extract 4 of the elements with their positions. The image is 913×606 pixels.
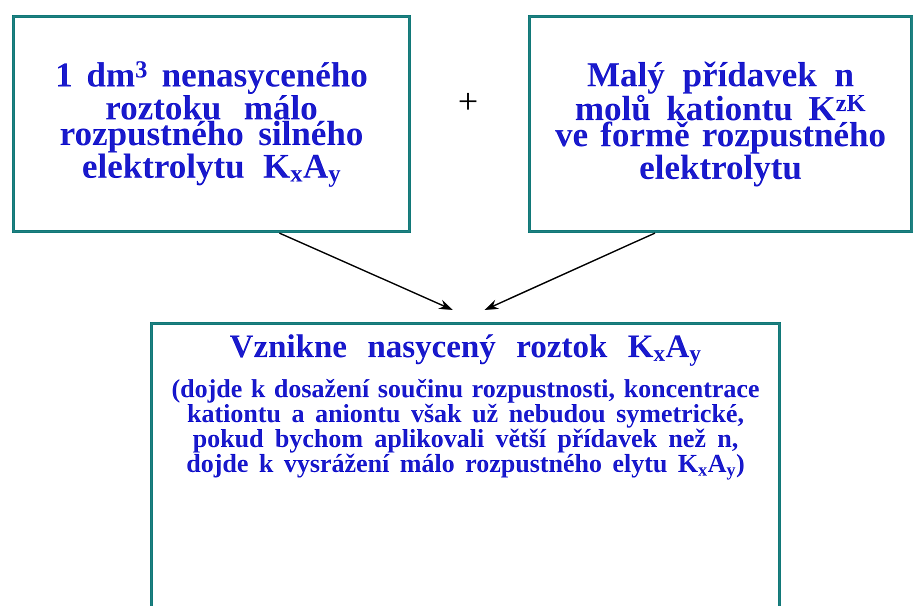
text-box: Vznikne nasycený roztok K$_{x}$A$_{y}$ (dojde k dosažení součinu rozpustnosti, koncentrace kationtu a aniontu však už nebudou symetrické, pokud bychom aplikovali větší přídavek než n, dojde k vysrážení málo rozpustného elytu K$_{x}$A$_{y}$) xyxy=(150,322,781,606)
plus-sign: + xyxy=(460,92,476,110)
text-box: Malý přídavek n molů kationtu K$^{zK}$ ve formě rozpustného elektrolytu xyxy=(528,15,913,233)
text-box: 1 dm$^{3}$ nenasyceného roztoku málo rozpustného silného elektrolytu K$_{x}$A$_{y}$ xyxy=(12,15,411,233)
